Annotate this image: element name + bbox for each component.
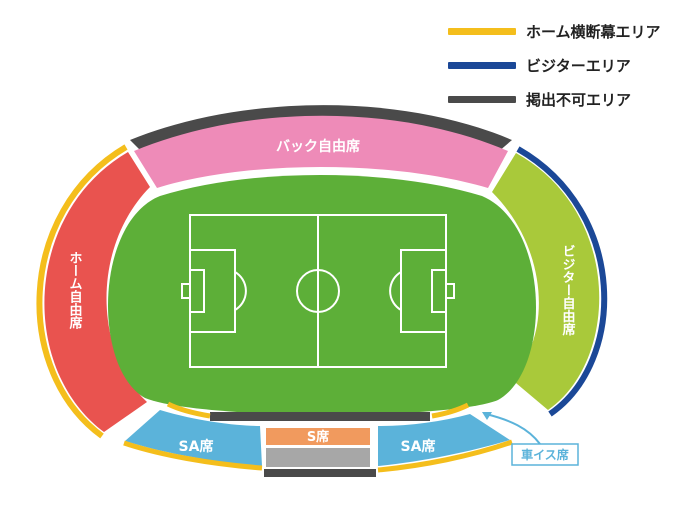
sa-seat-right-label: SA席 [401, 438, 436, 455]
s-seat-gray-area [266, 448, 370, 467]
legend-swatch-gray [448, 95, 516, 103]
legend-label: ビジターエリア [526, 56, 631, 75]
home-free-seat-section[interactable] [44, 152, 150, 432]
s-seat-label: S席 [307, 429, 329, 445]
back-free-seat-section[interactable] [134, 115, 508, 188]
visitor-free-seat-section[interactable] [492, 153, 600, 410]
visitor-band [516, 146, 608, 417]
football-field-lines [181, 214, 455, 368]
legend-label: 掲出不可エリア [526, 90, 632, 109]
pitch-area [107, 175, 536, 415]
wheelchair-callout-arrow [482, 412, 492, 420]
home-banner-band-sa-right [377, 439, 513, 473]
home-free-seat-label: ホーム自由席 [67, 251, 83, 330]
legend-item-no-display: 掲出不可エリア [448, 82, 678, 116]
legend-swatch-blue [448, 61, 516, 69]
s-seat-section[interactable] [266, 428, 370, 445]
legend: ホーム横断幕エリア ビジターエリア 掲出不可エリア [448, 14, 678, 116]
visitor-free-seat-label: ビジター自由席 [560, 245, 576, 337]
sa-seat-left-label: SA席 [179, 438, 214, 455]
legend-swatch-yellow [448, 27, 516, 35]
wheelchair-seat-box[interactable] [511, 443, 579, 466]
home-banner-band-left [36, 144, 128, 439]
sa-seat-section-right[interactable] [378, 414, 510, 466]
legend-item-visitor: ビジターエリア [448, 48, 678, 82]
home-banner-band-main-left [166, 401, 211, 419]
home-banner-band-main-right [431, 402, 470, 419]
legend-item-home-banner: ホーム横断幕エリア [448, 14, 678, 48]
sa-seat-section-left[interactable] [125, 410, 262, 466]
wheelchair-callout-line [485, 413, 541, 445]
home-banner-band-sa-left [123, 440, 263, 471]
wheelchair-seat-label: 車イス席 [521, 447, 569, 462]
back-stand-no-display-band [130, 105, 512, 152]
legend-label: ホーム横断幕エリア [526, 22, 661, 41]
main-stand-no-display-band [210, 412, 430, 421]
back-free-seat-label: バック自由席 [276, 138, 360, 155]
s-seat-no-display-band [264, 469, 376, 477]
